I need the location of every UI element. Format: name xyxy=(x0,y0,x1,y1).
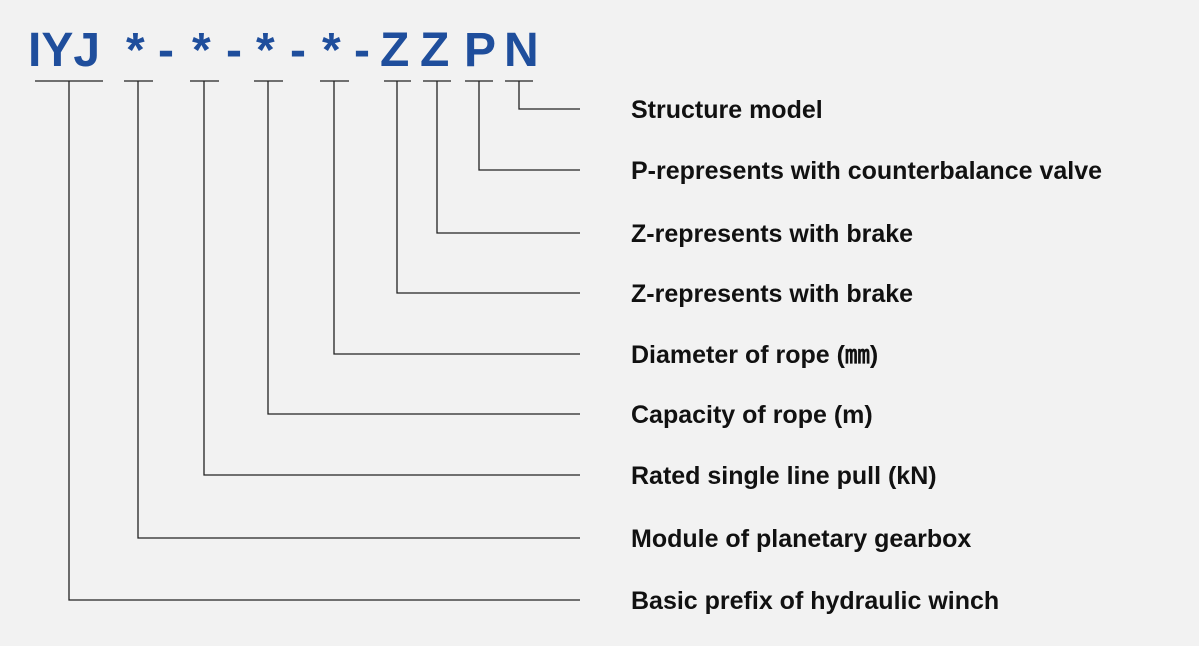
leader-structure-model xyxy=(518,81,580,110)
leader-rope-diameter xyxy=(333,81,580,355)
label-counterbalance-valve: P-represents with counterbalance valve xyxy=(631,157,1102,185)
label-rope-capacity: Capacity of rope (m) xyxy=(631,401,873,429)
label-brake-1: Z-represents with brake xyxy=(631,280,913,308)
code-prefix: IYJ xyxy=(28,24,100,77)
leader-line-pull xyxy=(203,81,580,476)
code-asterisk-1: * xyxy=(126,24,145,77)
code-z-1: Z xyxy=(380,24,409,77)
code-n: N xyxy=(504,24,539,77)
leader-gearbox-module xyxy=(137,81,580,539)
code-dash-3: - xyxy=(290,24,306,77)
code-z-2: Z xyxy=(420,24,449,77)
leader-brake-2 xyxy=(436,81,580,234)
code-asterisk-2: * xyxy=(192,24,211,77)
label-gearbox-module: Module of planetary gearbox xyxy=(631,525,971,553)
label-basic-prefix: Basic prefix of hydraulic winch xyxy=(631,587,999,615)
leader-basic-prefix xyxy=(68,81,580,601)
description-labels: Structure model P-represents with counte… xyxy=(631,96,1102,615)
code-p: P xyxy=(464,24,496,77)
label-structure-model: Structure model xyxy=(631,96,823,124)
code-dash-2: - xyxy=(226,24,242,77)
code-dash-1: - xyxy=(158,24,174,77)
code-dash-4: - xyxy=(354,24,370,77)
code-asterisk-4: * xyxy=(322,24,341,77)
label-brake-2: Z-represents with brake xyxy=(631,220,913,248)
leader-rope-capacity xyxy=(267,81,580,415)
leader-brake-1 xyxy=(396,81,580,294)
model-code: IYJ * - * - * - * - Z Z P N xyxy=(28,24,539,77)
label-rope-diameter: Diameter of rope (㎜) xyxy=(631,341,878,369)
leader-lines xyxy=(68,81,580,601)
leader-counterbalance-valve xyxy=(478,81,580,171)
label-line-pull: Rated single line pull (kN) xyxy=(631,462,937,490)
code-asterisk-3: * xyxy=(256,24,275,77)
